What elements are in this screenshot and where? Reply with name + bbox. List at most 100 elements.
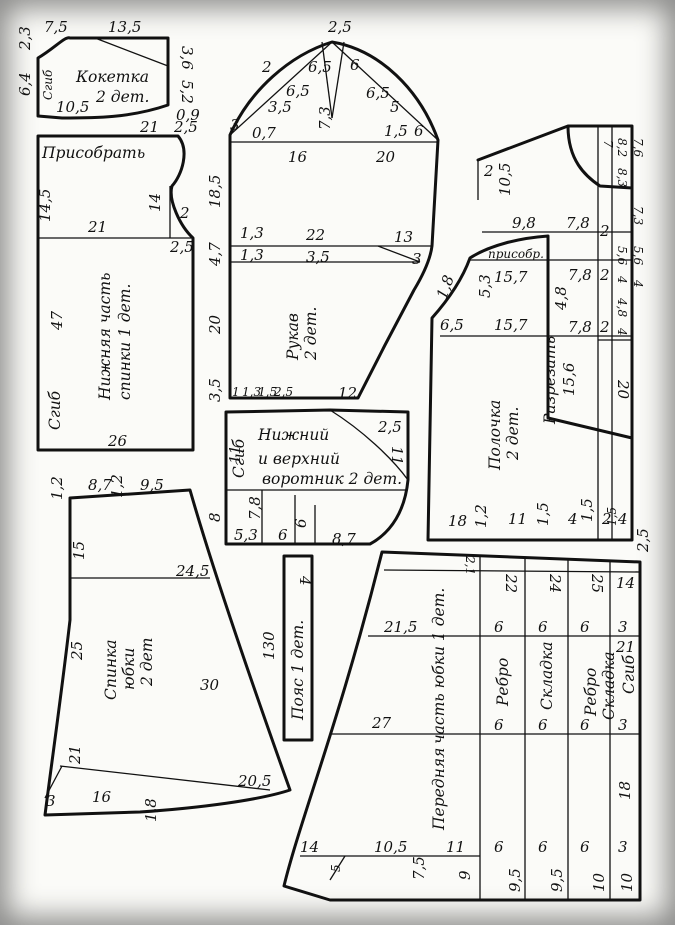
back-dim-armhole: 14 [146, 193, 164, 212]
front-strip-dim-12: 20 [614, 379, 632, 400]
back-skirt-piece: 1,2 8,7 1,2 9,5 15 24,5 25 30 21 20,5 3 … [43, 474, 292, 822]
belt-dim-width: 4 [296, 575, 314, 586]
sleeve-title: Рукав [284, 313, 302, 361]
front-strip-dim-2: 8,2 [615, 138, 629, 157]
front-skirt-dim-hem-13: 10 [590, 872, 608, 892]
front-skirt-dim-hem-6: 9 [456, 870, 474, 880]
front-strip-dim-1: 7 [601, 140, 615, 148]
sleeve-dim-dart-right: 6 [350, 56, 360, 74]
yoke-title: Кокетка [75, 68, 149, 86]
front-dim-hem-4: 1,5 [534, 502, 552, 526]
back-dim-top: 21 [139, 118, 159, 136]
front-skirt-dim-mid-4: 3 [618, 716, 628, 734]
front-skirt-dim-hip: 21,5 [383, 618, 417, 636]
sleeve-dim-cap-right-4: 6 [414, 122, 424, 140]
front-skirt-dim-width: 27 [371, 714, 392, 732]
front-dim-chest-right-2: 7,8 [568, 318, 592, 336]
sleeve-dim-upper-length: 18,5 [206, 175, 224, 208]
skirt-back-dim-hem-corner: 3 [46, 792, 56, 810]
skirt-back-title-2: юбки [120, 648, 138, 690]
front-dim-neck-width: 2 [483, 162, 494, 180]
yoke-dim-bottom: 10,5 [56, 98, 89, 116]
front-skirt-dim-hem-4: 5 [329, 864, 343, 872]
yoke-dim-top: 13,5 [108, 18, 141, 36]
front-dim-hem-1: 18 [448, 512, 467, 530]
sleeve-piece: 2,5 2 6,5 6 6,5 3,5 6,5 5 3 0,7 7,3 1,5 … [206, 18, 440, 402]
skirt-back-dim-waist-2: 9,5 [140, 476, 164, 494]
front-dim-step-3: 2 [599, 318, 610, 336]
front-dim-shoulder: 9,8 [512, 214, 536, 232]
collar-dim-bottom-1: 5,3 [234, 526, 258, 544]
sleeve-dim-cap-left-2: 6,5 [286, 82, 310, 100]
yoke-dim-left: 6,4 [16, 72, 34, 96]
yoke-fold-label: Сгиб [41, 69, 55, 100]
sleeve-dim-lower-length: 20 [206, 314, 224, 335]
sleeve-dim-hem-1: 1 [232, 385, 240, 399]
front-skirt-dim-hem-12: 9,5 [548, 868, 566, 892]
front-dim-slit: 15,6 [560, 362, 578, 396]
front-skirt-pleat-label-2: Складка [600, 651, 618, 720]
collar-title: Нижний [257, 426, 329, 444]
front-skirt-dim-hem-1: 14 [300, 838, 319, 856]
collar-dim-bottom-2: 6 [278, 526, 288, 544]
front-skirt-dim-hem-14: 10 [618, 872, 636, 892]
yoke-dim-corner: 0,9 [176, 106, 200, 124]
skirt-back-dim-hem-right: 20,5 [237, 772, 271, 790]
belt-dim-length: 130 [260, 631, 278, 660]
front-skirt-pleat-label-1: Складка [538, 641, 556, 710]
front-skirt-dim-hem-3: 11 [446, 838, 465, 856]
front-skirt-piece: 2,1 22 24 25 2,5 21,5 6 6 6 3 14 21 27 6… [282, 528, 652, 902]
front-skirt-edge-label-2: Ребро [582, 668, 600, 717]
skirt-back-dim-hem: 16 [92, 788, 112, 806]
front-dim-hem-5: 4 [567, 510, 578, 528]
front-skirt-title: Передняя [430, 748, 448, 831]
belt-title: Пояс 1 дет. [289, 620, 307, 721]
back-title: Нижняя часть [96, 273, 114, 401]
yoke-dim-right-top: 3,6 [178, 46, 196, 70]
front-skirt-dim-top-3: 25 [588, 573, 606, 593]
collar-dim-bottom-3: 6 [292, 518, 310, 528]
front-dim-hem-2: 1,2 [472, 504, 490, 528]
front-skirt-dim-hem-11: 9,5 [506, 868, 524, 892]
yoke-dim-right: 5,2 [178, 80, 196, 104]
sleeve-dim-dart-height: 4,7 [206, 242, 224, 267]
sleeve-dim-cap-right-1: 6,5 [366, 84, 390, 102]
front-skirt-dim-top-2: 24 [546, 573, 564, 593]
sleeve-dim-hem-height: 3,5 [206, 378, 224, 402]
sleeve-dim-lower-left: 1,3 [240, 246, 264, 264]
back-dim-armhole-depth: 14,5 [36, 189, 54, 222]
back-lower-piece: 21 2,5 14,5 21 14 2 2,5 47 26 Присобрать… [36, 118, 198, 452]
front-skirt-dim-hip-1: 6 [494, 618, 504, 636]
skirt-back-title-3: 2 дет [138, 638, 156, 687]
front-skirt-dim-hem-7: 6 [494, 838, 504, 856]
front-dim-gather-depth: 4,8 [552, 286, 570, 311]
front-skirt-dim-hem-9: 6 [580, 838, 590, 856]
sleeve-dim-lower: 3,5 [306, 248, 330, 266]
sleeve-dim-dart-left: 6,5 [308, 58, 332, 76]
front-skirt-dim-strip-top: 14 [616, 574, 635, 592]
collar-piece: 2,5 11 11 7,8 8 5,3 6 6 8,7 Сгиб Нижний … [206, 408, 410, 548]
back-dim-bottom: 26 [107, 432, 128, 450]
collar-dim-bottom-4: 8,7 [332, 530, 356, 548]
sleeve-dim-cap-left-3: 3,5 [268, 98, 292, 116]
front-skirt-dim-strip-mid: 21 [615, 638, 635, 656]
skirt-back-dim-hem-drop: 1,8 [142, 798, 160, 822]
skirt-back-dim-lower: 21 [66, 745, 84, 765]
back-fold-label: Сгиб [46, 390, 64, 430]
front-dim-hem-8: 4 [617, 510, 628, 528]
back-dim-length: 47 [48, 310, 66, 331]
yoke-count: 2 дет. [95, 88, 149, 106]
front-skirt-dim-waist: 2,1 [463, 555, 477, 575]
front-skirt-dim-mid-2: 6 [538, 716, 548, 734]
front-dim-neck-depth: 10,5 [496, 163, 514, 196]
front-skirt-title-2: часть юбки 1 дет. [430, 588, 448, 744]
sleeve-dim-width-right: 20 [375, 148, 396, 166]
front-skirt-dim-hem-5: 7,5 [410, 856, 428, 880]
front-cut-label: Разрезать [541, 336, 559, 425]
sleeve-dim-elbow-left: 1,3 [240, 224, 264, 242]
collar-dim-height: 8 [206, 512, 224, 522]
sleeve-dim-cap-height: 7,3 [316, 106, 334, 130]
front-strip-dim-8: 4 [615, 275, 629, 284]
front-dim-chest: 15,7 [494, 316, 528, 334]
